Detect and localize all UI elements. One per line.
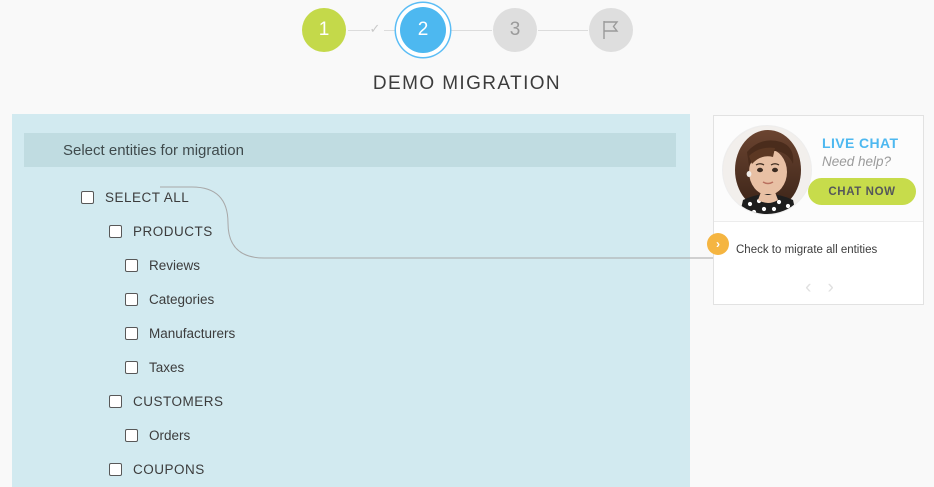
migration-stepper: 1 ✓ 2 3 <box>0 0 934 62</box>
entity-row[interactable]: PRODUCTS <box>12 214 690 248</box>
chevron-right-nav-icon[interactable]: › <box>827 277 834 298</box>
page-title: DEMO MIGRATION <box>372 73 562 94</box>
entities-panel: Select entities for migration SELECT ALL… <box>12 114 690 487</box>
stepper-step-3-label: 3 <box>509 19 521 40</box>
stepper-connector-4 <box>538 30 588 31</box>
entity-label: PRODUCTS <box>133 223 213 239</box>
entity-row[interactable]: SELECT ALL <box>12 180 690 214</box>
entities-panel-header: Select entities for migration <box>24 133 676 167</box>
entity-label: Orders <box>149 427 191 443</box>
avatar <box>722 125 812 215</box>
stepper-step-3[interactable]: 3 <box>493 8 537 52</box>
checkbox-reviews[interactable] <box>125 258 138 272</box>
entity-row[interactable]: Manufacturers <box>12 316 690 350</box>
entity-row[interactable]: Reviews <box>12 248 690 282</box>
chevron-right-icon[interactable]: › <box>707 233 729 255</box>
stepper-connector-3 <box>450 30 492 31</box>
checkbox-taxes[interactable] <box>125 360 138 374</box>
checkbox-orders[interactable] <box>125 428 138 442</box>
flag-icon <box>599 18 623 42</box>
checkbox-select-all[interactable] <box>81 190 94 204</box>
stepper-check-icon: ✓ <box>369 21 381 36</box>
stepper-connector-2 <box>384 30 398 31</box>
stepper-step-finish[interactable] <box>589 8 633 52</box>
entity-label: SELECT ALL <box>105 189 190 205</box>
stepper-connector-1 <box>348 30 370 31</box>
checkbox-coupons[interactable] <box>109 462 122 476</box>
stepper-step-1[interactable]: 1 <box>302 8 346 52</box>
entity-row[interactable]: Taxes <box>12 350 690 384</box>
tooltip-row: › Check to migrate all entities <box>707 233 925 256</box>
checkbox-customers[interactable] <box>109 394 122 408</box>
chat-now-button[interactable]: CHAT NOW <box>808 178 916 205</box>
tooltip-text: Check to migrate all entities <box>736 244 878 256</box>
entity-row[interactable]: Orders <box>12 418 690 452</box>
entity-label: Manufacturers <box>149 325 236 341</box>
tooltip-navigation: ‹ › <box>714 278 925 297</box>
need-help-label: Need help? <box>822 154 892 169</box>
entity-row[interactable]: COUPONS <box>12 452 690 486</box>
entity-row[interactable]: Categories <box>12 282 690 316</box>
entity-label: Categories <box>149 291 215 307</box>
checkbox-categories[interactable] <box>125 292 138 306</box>
entity-label: CUSTOMERS <box>133 393 224 409</box>
checkbox-products[interactable] <box>109 224 122 238</box>
chevron-left-icon[interactable]: ‹ <box>805 277 812 298</box>
checkbox-manufacturers[interactable] <box>125 326 138 340</box>
stepper-step-1-label: 1 <box>318 19 330 40</box>
stepper-step-2-label: 2 <box>417 19 429 40</box>
live-chat-label: LIVE CHAT <box>822 135 899 151</box>
live-chat-widget: LIVE CHAT Need help? CHAT NOW › Check to… <box>707 115 925 305</box>
stepper-step-2[interactable]: 2 <box>400 7 446 53</box>
entity-label: Taxes <box>149 359 185 375</box>
entity-label: COUPONS <box>133 461 205 477</box>
chat-widget-header: LIVE CHAT Need help? CHAT NOW <box>714 116 923 222</box>
entity-label: Reviews <box>149 257 201 273</box>
entity-row[interactable]: CUSTOMERS <box>12 384 690 418</box>
